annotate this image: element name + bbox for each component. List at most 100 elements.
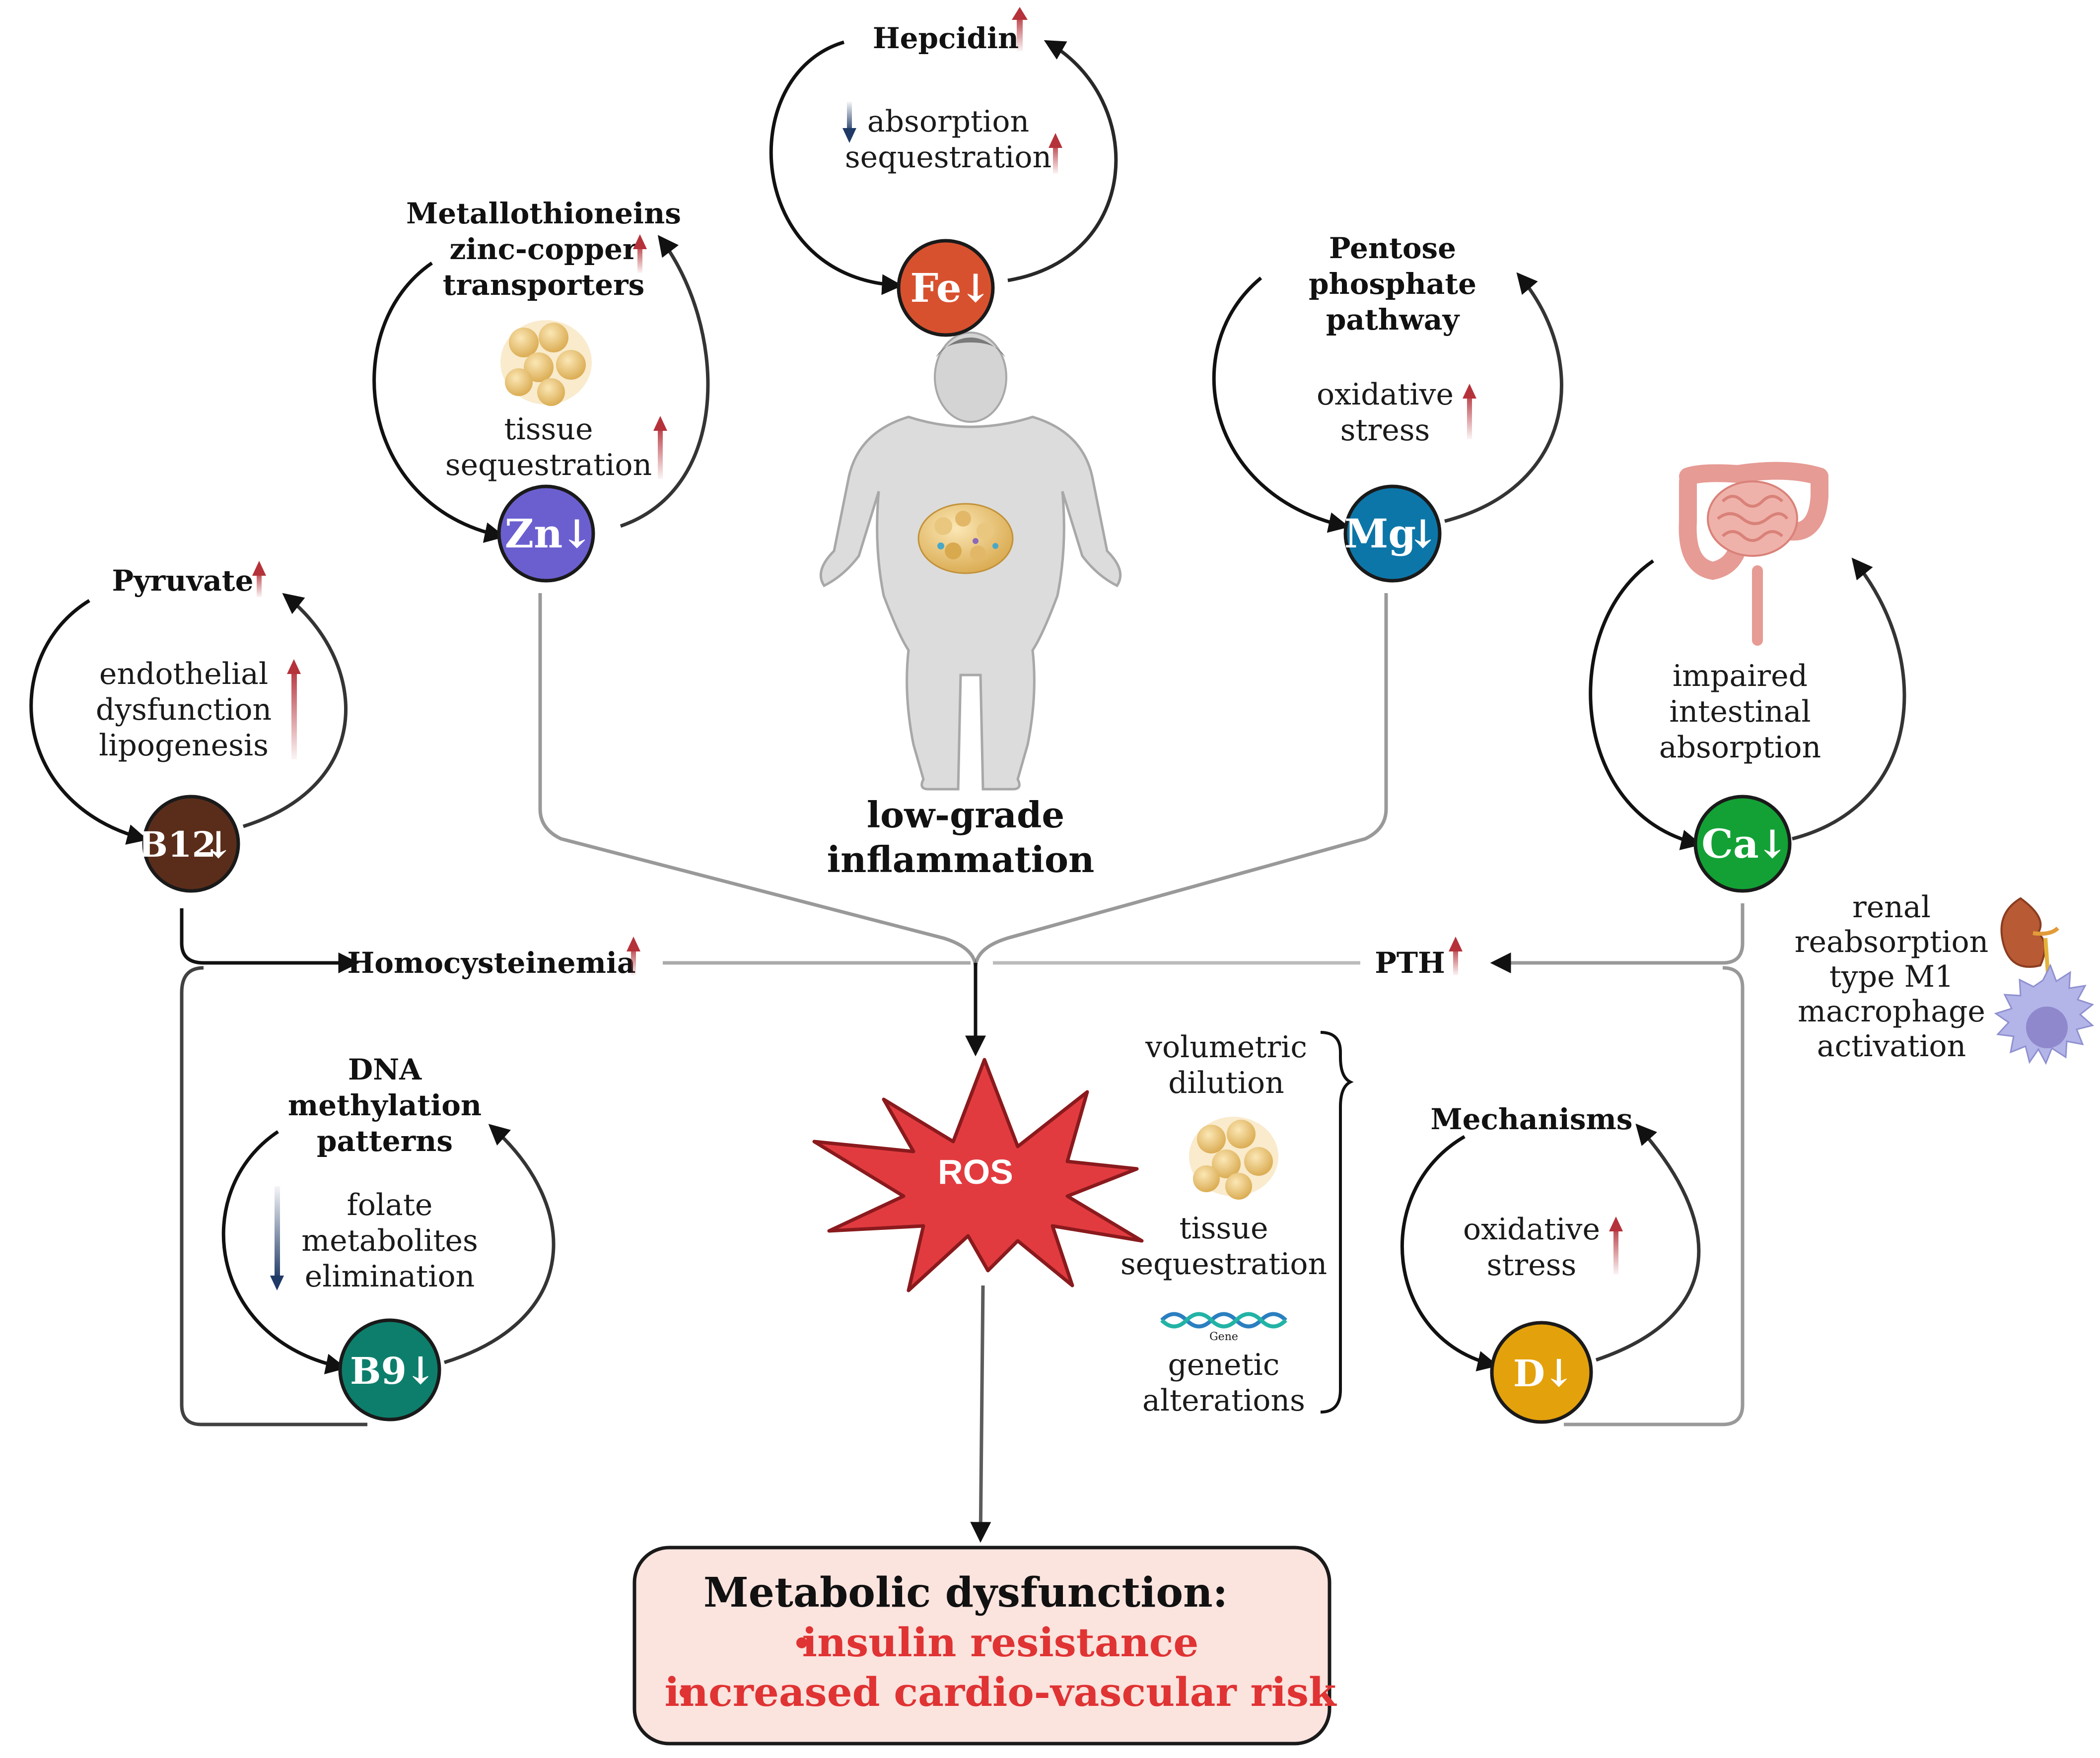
adipose-tissue-icon-2: [1189, 1117, 1278, 1200]
outcome-bullet-2: [680, 1687, 691, 1698]
b12-up-arrowhead: [287, 659, 301, 674]
mg-label: Mg: [1344, 510, 1416, 557]
b9-cycle: DNA methylation patterns folate metaboli…: [270, 1053, 482, 1421]
ros-burst: ROS: [812, 1058, 1144, 1292]
homocysteinemia-label: Homocysteinemia: [348, 946, 636, 980]
d-oxidative-text: oxidative: [1463, 1212, 1600, 1247]
b12-endothelial-text: endothelial: [99, 657, 268, 691]
mg-target-1: Pentose: [1329, 231, 1456, 265]
mg-stress-text: stress: [1340, 413, 1430, 448]
pth-up-arrowhead: [1449, 937, 1463, 951]
b12-down-arrow-icon: ↓: [203, 824, 234, 867]
mg-target-2: phosphate: [1309, 267, 1476, 301]
zn-target-1: Metallothioneins: [406, 197, 681, 230]
mg-node: [1343, 484, 1442, 583]
type-m1-text: type M1: [1829, 959, 1954, 994]
b12-dysfunction-text: dysfunction: [96, 692, 272, 727]
tissue-text: tissue: [1179, 1211, 1268, 1246]
d-up-arrow: [1613, 1225, 1618, 1275]
pth-up-arrow: [1453, 946, 1458, 975]
zn-tissue-text: tissue: [504, 412, 593, 447]
absorption-down-arrowhead: [842, 128, 856, 143]
hepcidin-up-arrowhead: [1012, 7, 1028, 20]
flow-lines: [180, 593, 1745, 1543]
mg-target-3: pathway: [1326, 303, 1461, 337]
hepcidin-up-arrow: [1017, 14, 1023, 51]
person-body-icon: [819, 332, 1122, 791]
pyruvate-label: Pyruvate: [112, 564, 253, 598]
ca-down-arrow-icon: ↓: [1756, 822, 1788, 867]
b12-label: B12: [139, 824, 216, 865]
intestine-icon: [1679, 462, 1828, 646]
inflammation-label-1: low-grade: [867, 794, 1064, 836]
outcome-bullet-1: [796, 1637, 807, 1648]
zn-label: Zn: [505, 510, 563, 557]
zn-target-3: transporters: [443, 268, 644, 302]
ca-node: [1693, 795, 1792, 893]
mechanisms-list: volumetric dilution tissue sequestration…: [1120, 1030, 1354, 1418]
mg-oxidative-text: oxidative: [1317, 377, 1454, 412]
b12-node: [142, 795, 240, 893]
volumetric-text: volumetric: [1145, 1030, 1307, 1065]
fe-absorption-text: absorption: [867, 104, 1029, 139]
sequestration-up-arrowhead: [1049, 133, 1062, 148]
dna-gene-icon: Gene: [1160, 1312, 1287, 1343]
d-up-arrowhead: [1609, 1217, 1623, 1231]
zn-cycle: Metallothioneins zinc-copper transporter…: [406, 197, 681, 583]
adipose-tissue-icon: [500, 320, 592, 406]
sequestration-text: sequestration: [1120, 1247, 1327, 1282]
reabsorption-text: reabsorption: [1795, 925, 1988, 959]
zn-target-up-arrow: [637, 243, 642, 273]
b9-down-arrow: [275, 1186, 280, 1281]
zn-target-up-arrowhead: [633, 234, 647, 249]
d-node: [1490, 1321, 1593, 1424]
homocysteinemia-up-arrowhead: [627, 937, 640, 951]
fe-node: [897, 239, 995, 337]
genetic-text: genetic: [1168, 1348, 1280, 1382]
b9-elimination-text: elimination: [305, 1259, 475, 1294]
d-stress-text: stress: [1487, 1248, 1577, 1283]
d-label: D: [1513, 1352, 1545, 1395]
gene-label: Gene: [1209, 1331, 1238, 1343]
inflammation-label-2: inflammation: [827, 838, 1095, 880]
pth-label: PTH: [1375, 946, 1445, 980]
zn-target-2: zinc-copper: [449, 232, 638, 266]
fe-cycle: Hepcidin absorption sequestration Fe ↓: [842, 7, 1062, 337]
b9-folate-text: folate: [347, 1188, 433, 1222]
absorption-down-arrow: [847, 102, 852, 133]
zn-tissue-up-arrowhead: [653, 416, 667, 431]
ca-intestinal-text: intestinal: [1669, 694, 1811, 729]
outcome-box: Metabolic dysfunction: insulin resistanc…: [632, 1546, 1337, 1746]
activation-text: activation: [1817, 1029, 1966, 1064]
b9-metabolites-text: metabolites: [301, 1223, 478, 1258]
kidney-icon: [2000, 897, 2059, 973]
outcome-item-2: increased cardio-vascular risk: [665, 1669, 1337, 1715]
b9-down-arrowhead: [270, 1276, 284, 1290]
mechanisms-brace: [1320, 1031, 1354, 1414]
pyruvate-up-arrowhead: [252, 561, 266, 576]
fe-label: Fe: [910, 265, 961, 311]
b9-target-2: methylation: [288, 1088, 482, 1122]
d-cycle: Mechanisms oxidative stress D ↓: [1430, 1102, 1633, 1424]
outcome-panel: [632, 1546, 1331, 1746]
homocysteinemia-up-arrow: [631, 946, 636, 975]
b9-target-1: DNA: [348, 1053, 422, 1086]
mg-down-arrow-icon: ↓: [1406, 512, 1439, 557]
alterations-text: alterations: [1142, 1383, 1305, 1418]
ca-label: Ca: [1701, 820, 1759, 867]
mg-up-arrowhead: [1463, 384, 1476, 399]
b12-cycle: Pyruvate endothelial dysfunction lipogen…: [96, 561, 301, 893]
b9-label: B9: [350, 1350, 407, 1393]
fe-down-arrow-icon: ↓: [959, 266, 991, 311]
cycle-arrows: [29, 40, 1906, 1374]
b9-down-arrow-icon: ↓: [405, 1349, 436, 1393]
zn-sequestration-text: sequestration: [445, 448, 652, 482]
ros-label: ROS: [938, 1152, 1013, 1191]
macrophage-text: macrophage: [1798, 994, 1985, 1029]
renal-text: renal: [1852, 890, 1931, 925]
b9-node: [338, 1318, 441, 1421]
b12-up-arrow: [291, 668, 297, 759]
ca-absorption-text: absorption: [1659, 730, 1821, 765]
